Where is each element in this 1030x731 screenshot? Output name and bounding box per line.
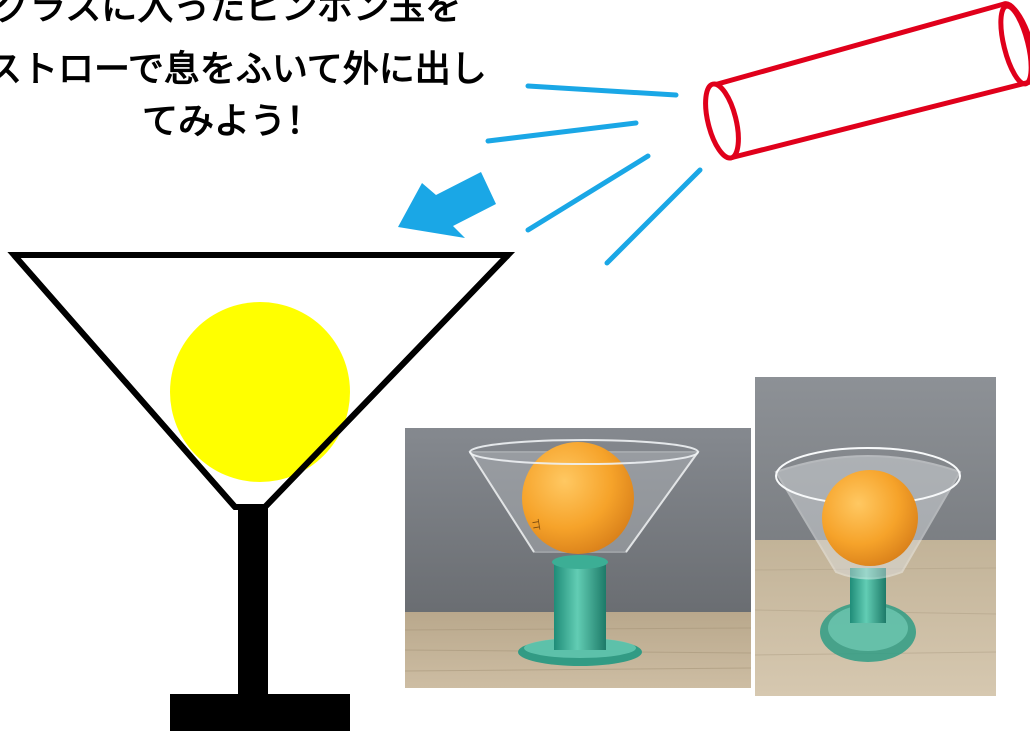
ping-pong-ball-drawing — [170, 302, 350, 482]
instruction-line-1: グラスに入ったピンポン玉を — [0, 0, 462, 28]
glass-diagram — [7, 252, 516, 731]
air-line-3 — [525, 153, 651, 233]
instruction-line-3: てみよう！ — [142, 101, 323, 142]
straw-icon — [703, 1, 1030, 161]
air-flow-lines — [485, 83, 703, 266]
instruction-line-2: ストローで息をふいて外に出し — [0, 49, 487, 90]
air-line-2 — [485, 120, 639, 144]
svg-text:TT: TT — [529, 518, 541, 532]
photo-angled-view — [754, 377, 997, 696]
air-line-1 — [525, 83, 679, 98]
photo-front-view: TT — [404, 428, 752, 688]
glass-base — [170, 694, 350, 731]
blow-direction-arrow-icon — [398, 172, 496, 238]
glass-stem — [238, 508, 268, 703]
air-line-4 — [604, 167, 703, 266]
